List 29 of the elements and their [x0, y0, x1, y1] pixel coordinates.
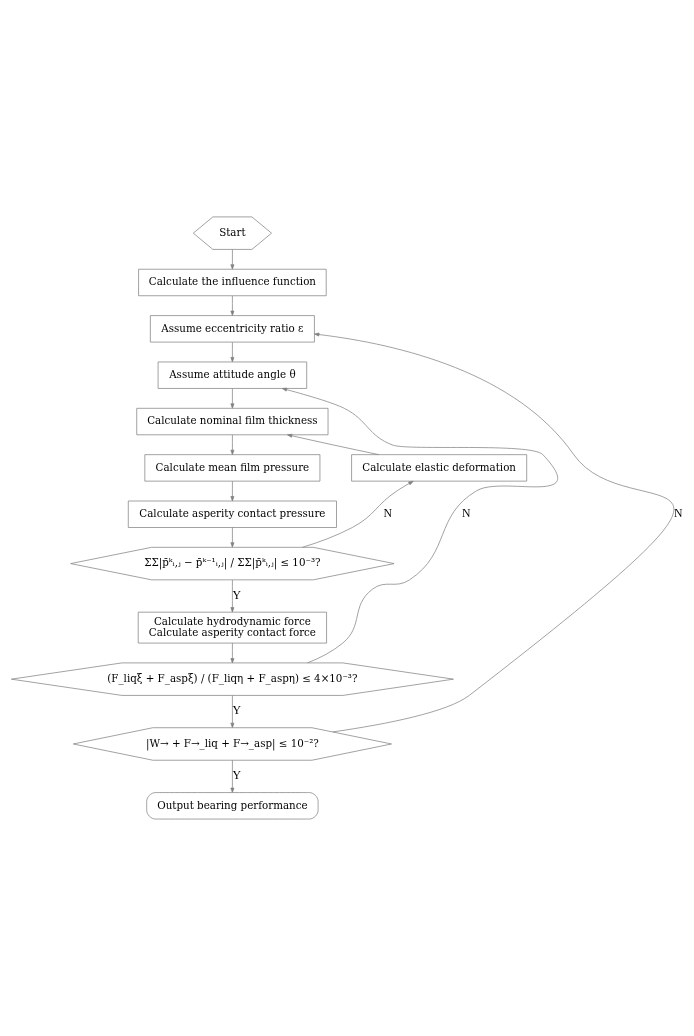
arrow — [287, 433, 380, 455]
arrow — [314, 332, 674, 733]
edge-label: Y — [232, 588, 242, 602]
node-box: Calculate asperity contact pressure — [127, 500, 337, 528]
arrow — [230, 249, 235, 270]
node-box: Calculate hydrodynamic force Calculate asperity contact force — [137, 611, 327, 644]
edge-label: N — [383, 507, 392, 521]
node-box: Calculate mean film pressure — [144, 454, 321, 482]
node-box: Output bearing performance — [146, 792, 319, 820]
arrow — [230, 295, 235, 316]
node-box: Calculate elastic deformation — [351, 454, 528, 482]
arrow — [230, 759, 235, 793]
edge-label: Y — [232, 769, 242, 783]
arrow — [230, 434, 235, 455]
edge-label: N — [462, 507, 471, 521]
arrow — [230, 481, 235, 502]
node-box: Assume attitude angle θ — [157, 361, 308, 389]
node-box: Assume eccentricity ratio ε — [150, 315, 315, 343]
edge-label: Y — [232, 704, 242, 718]
arrow — [281, 387, 558, 664]
arrow — [230, 695, 235, 728]
arrow — [230, 642, 235, 664]
node-box: Calculate the influence function — [138, 268, 327, 297]
arrow — [230, 388, 235, 409]
arrow — [230, 527, 235, 548]
arrow — [230, 341, 235, 363]
edge-label: N — [674, 507, 683, 521]
arrow — [302, 480, 414, 548]
arrow — [230, 579, 235, 613]
